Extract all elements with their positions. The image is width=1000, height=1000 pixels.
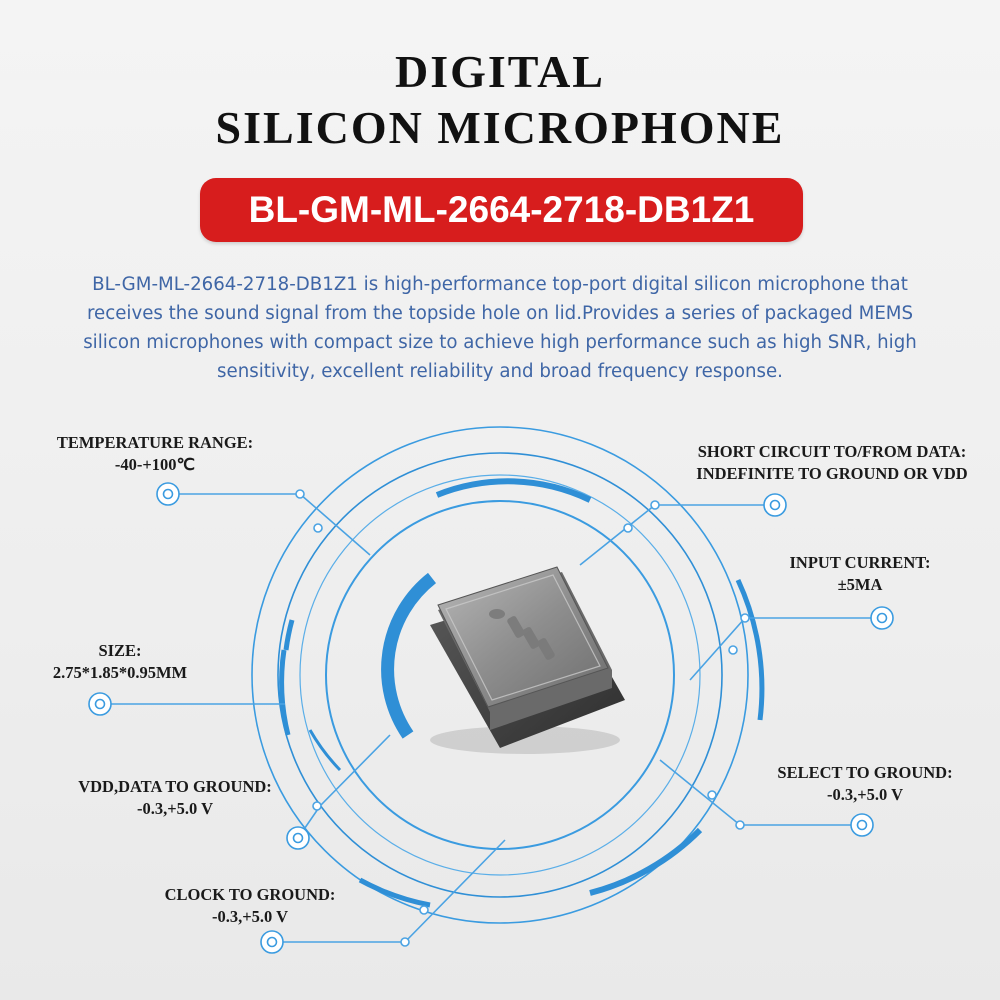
product-description: BL-GM-ML-2664-2718-DB1Z1 is high-perform… xyxy=(83,274,917,382)
outer-rings xyxy=(251,426,749,924)
target-ring-icon xyxy=(260,930,284,954)
target-ring-icon xyxy=(850,813,874,837)
spec-temperature-range: TEMPERATURE RANGE: -40-+100℃ xyxy=(30,432,280,476)
spec-size: SIZE: 2.75*1.85*0.95MM xyxy=(20,640,220,684)
spec-vdd-data-to-ground: VDD,DATA TO GROUND: -0.3,+5.0 V xyxy=(40,776,310,820)
page-title: DIGITAL SILICON MICROPHONE xyxy=(0,44,1000,156)
spec-label: SHORT CIRCUIT TO/FROM DATA: xyxy=(697,442,967,461)
target-ring-icon xyxy=(88,692,112,716)
title-line-2: SILICON MICROPHONE xyxy=(215,102,785,153)
spec-value: -0.3,+5.0 V xyxy=(136,799,213,818)
spec-label: INPUT CURRENT: xyxy=(789,553,931,572)
connector-dots xyxy=(295,489,750,947)
spec-label: VDD,DATA TO GROUND: xyxy=(78,777,272,796)
spec-value: 2.75*1.85*0.95MM xyxy=(52,663,188,682)
spec-label: TEMPERATURE RANGE: xyxy=(56,433,254,452)
spec-short-circuit: SHORT CIRCUIT TO/FROM DATA: INDEFINITE T… xyxy=(672,441,992,485)
spec-value: ±5MA xyxy=(837,575,883,594)
spec-value: INDEFINITE TO GROUND OR VDD xyxy=(696,464,968,483)
target-ring-icon xyxy=(286,826,310,850)
target-ring-icons xyxy=(88,482,894,954)
spec-clock-to-ground: CLOCK TO GROUND: -0.3,+5.0 V xyxy=(120,884,380,928)
target-ring-icon xyxy=(763,493,787,517)
target-ring-icon xyxy=(156,482,180,506)
title-line-1: DIGITAL xyxy=(395,46,605,97)
target-ring-icon xyxy=(870,606,894,630)
arc-segments xyxy=(279,478,765,908)
spec-input-current: INPUT CURRENT: ±5MA xyxy=(760,552,960,596)
spec-value: -0.3,+5.0 V xyxy=(211,907,288,926)
spec-value: -40-+100℃ xyxy=(114,455,196,474)
spec-label: SELECT TO GROUND: xyxy=(777,763,953,782)
spec-label: CLOCK TO GROUND: xyxy=(164,885,336,904)
mems-microphone-chip-icon xyxy=(430,566,625,754)
spec-value: -0.3,+5.0 V xyxy=(826,785,903,804)
model-banner: BL-GM-ML-2664-2718-DB1Z1 xyxy=(200,178,803,242)
spec-select-to-ground: SELECT TO GROUND: -0.3,+5.0 V xyxy=(750,762,980,806)
spec-label: SIZE: xyxy=(98,641,142,660)
